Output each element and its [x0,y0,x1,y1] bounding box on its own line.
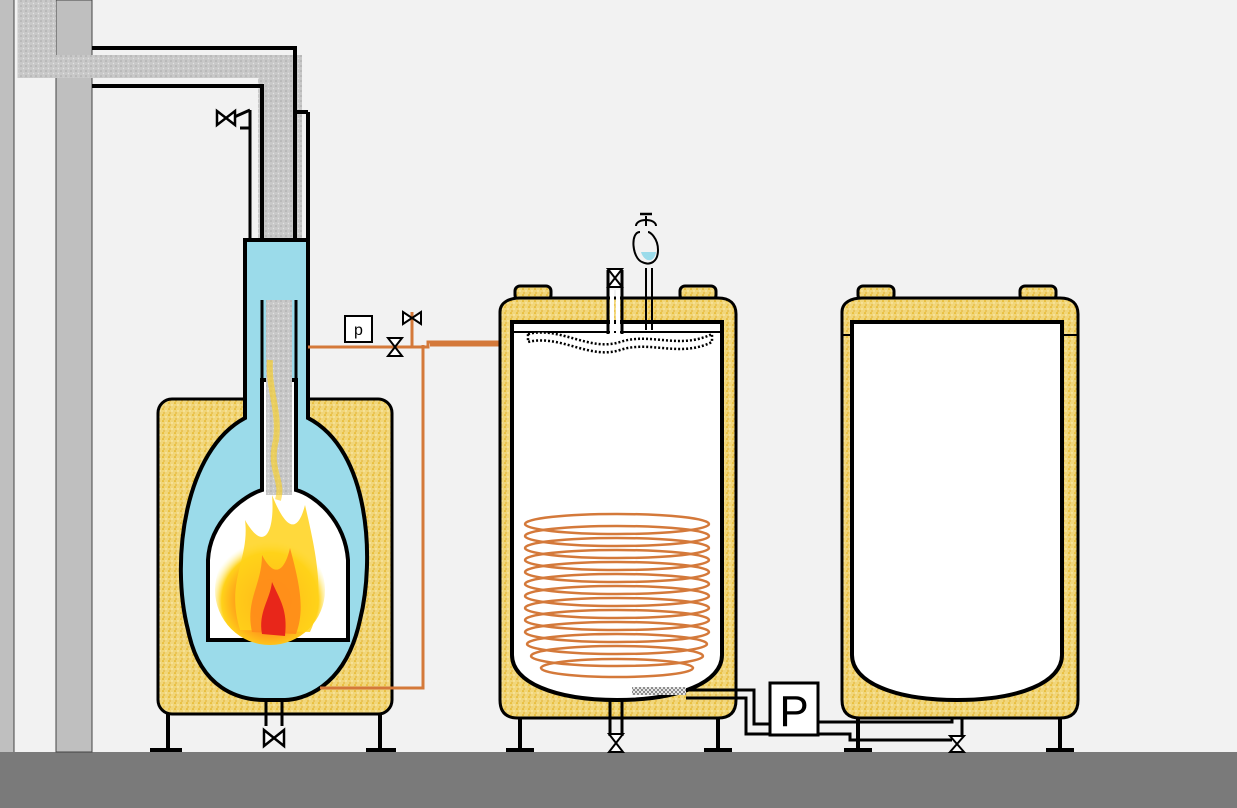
mash-tun-top-valve-icon[interactable] [605,268,625,288]
steam-valve-icon[interactable] [385,337,405,357]
pressure-gauge-icon: p [344,315,373,343]
boiler-leg-right [366,714,396,752]
mash-tun-drain-valve-icon[interactable] [606,733,626,753]
fermenter-vessel [850,320,1064,703]
floor [0,752,1237,808]
boiler-vent-valve-icon[interactable] [215,108,237,128]
airlock-icon [632,212,660,330]
fermenter [840,284,1080,753]
mash-tun-vessel [510,320,724,703]
wall-left [0,0,14,752]
boiler-leg-left [150,714,182,752]
sparge-lid [526,331,714,354]
pump-label: P [779,687,808,736]
pump-icon[interactable]: P [768,681,820,737]
pressure-gauge-label: p [354,322,363,339]
boiler-drain-valve-icon[interactable] [262,727,286,749]
bleed-valve-icon[interactable] [402,310,422,326]
burner-flame [215,359,325,645]
wall-column [55,0,93,753]
false-bottom-screen [632,687,686,695]
heat-exchanger-coil [523,512,711,679]
boiler [150,108,396,752]
mash-tun [498,212,738,753]
fermenter-inlet-valve-icon[interactable] [947,735,967,753]
